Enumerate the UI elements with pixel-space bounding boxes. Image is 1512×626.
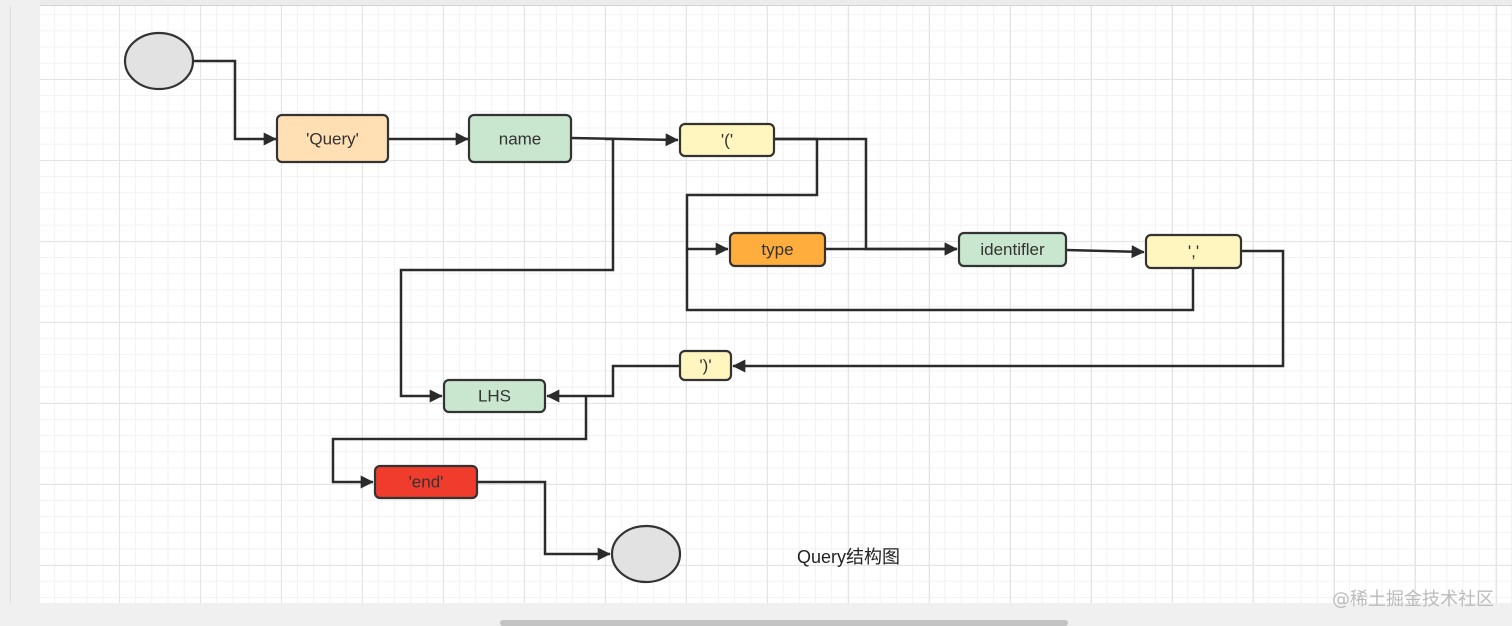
edge-rparen-to-lhs: [546, 364, 680, 403]
horizontal-scrollbar-thumb[interactable]: [500, 620, 1068, 626]
watermark-text: @稀土掘金技术社区: [1332, 589, 1494, 610]
node-name-label: name: [499, 130, 542, 149]
node-lparen[interactable]: '(': [678, 122, 776, 158]
top-toolbar-strip: [0, 0, 1512, 6]
edge-name-to-lhs: [399, 137, 615, 403]
node-type[interactable]: type: [728, 231, 827, 268]
bottom-scroll-area: [0, 603, 1512, 626]
node-type-label: type: [761, 240, 793, 259]
edge-name-to-lparen: [570, 133, 679, 147]
node-end-label: 'end': [409, 473, 444, 492]
node-comma-box: [1144, 233, 1243, 270]
start-node[interactable]: [123, 31, 195, 91]
diagram-caption: Query结构图: [797, 547, 901, 567]
edge-comma-to-rparen: [732, 249, 1285, 373]
node-lparen-box: [678, 122, 776, 158]
edge-end-to-finish: [477, 480, 611, 561]
edge-lhs-to-end: [331, 396, 588, 489]
edge-identifier-to-comma: [1065, 245, 1145, 259]
node-lparen-label: '(': [721, 131, 733, 150]
diagram-canvas-grid[interactable]: [40, 6, 1512, 603]
node-comma[interactable]: ',': [1144, 233, 1243, 270]
node-rparen-label: ')': [699, 356, 711, 375]
node-name[interactable]: name: [467, 113, 573, 164]
edges: [192, 59, 1285, 561]
node-query-box: [275, 113, 390, 164]
end-node[interactable]: [610, 524, 682, 584]
node-identifier[interactable]: identifler: [957, 231, 1068, 268]
node-end-box: [373, 464, 479, 500]
node-identifier-box: [957, 231, 1068, 268]
node-lhs[interactable]: LHS: [442, 378, 547, 414]
node-type-box: [728, 231, 827, 268]
node-name-box: [467, 113, 573, 164]
edge-start-to-query: [192, 59, 277, 146]
left-gutter: [0, 0, 40, 626]
node-lhs-label: LHS: [478, 387, 511, 406]
node-comma-label: ',': [1188, 242, 1199, 261]
node-end[interactable]: 'end': [373, 464, 479, 500]
node-lhs-box: [442, 378, 547, 414]
gutter-divider: [10, 6, 11, 606]
node-rparen[interactable]: ')': [678, 349, 733, 382]
edge-comma-loop-back: [685, 249, 1195, 312]
node-query-label: 'Query': [306, 130, 359, 149]
node-identifier-label: identifler: [980, 240, 1045, 259]
node-rparen-box: [678, 349, 733, 382]
node-query[interactable]: 'Query': [275, 113, 390, 164]
